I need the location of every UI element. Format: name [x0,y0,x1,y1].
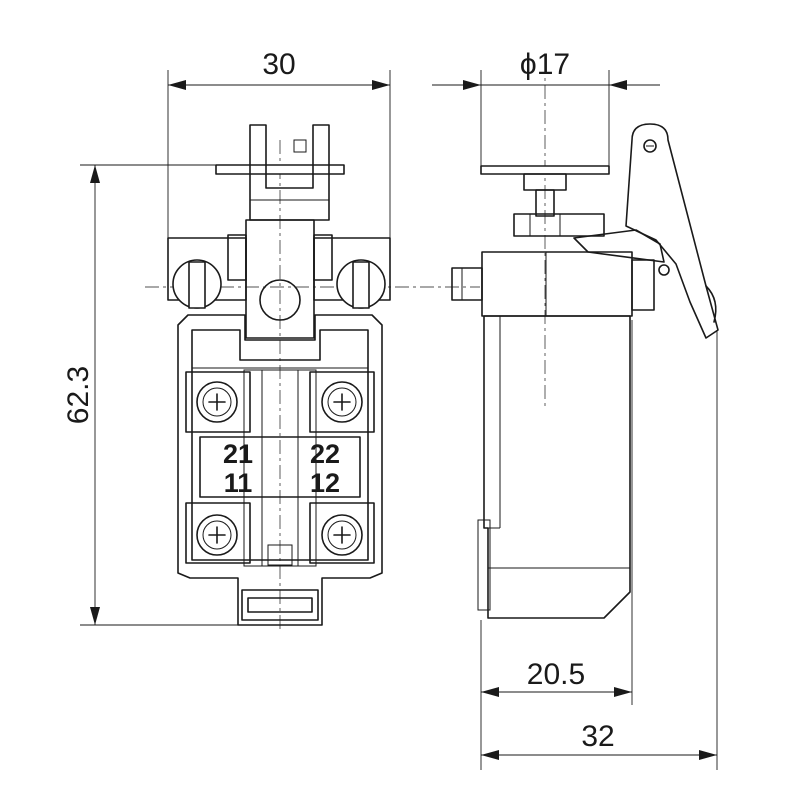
terminal-label-21: 21 [223,439,253,469]
mounting-screw-left [172,259,222,309]
plunger-cap [480,165,610,237]
dimension-total-depth [481,330,718,770]
terminal-label-22: 22 [310,439,340,469]
mounting-screw-right [336,259,386,309]
dimension-label-32: 32 [581,720,614,753]
dimension-cap-diameter [432,70,660,168]
terminal-screw-11 [196,514,238,556]
terminal-screw-12 [321,514,363,556]
terminal-screw-22 [321,381,363,423]
terminal-label-12: 12 [310,468,340,498]
front-view: 21 22 11 12 [145,124,480,630]
terminal-label-11: 11 [224,468,253,498]
dimension-label-62-3: 62.3 [62,366,95,424]
dimension-body-depth [480,320,633,770]
dimension-front-width [167,70,391,240]
terminal-block [185,369,375,567]
mounting-block [167,219,391,339]
side-housing [451,251,655,619]
dimension-label-diameter-17: ϕ17 [520,48,570,81]
actuator-fork [215,124,345,221]
dimension-label-20-5: 20.5 [527,658,585,691]
side-view [451,60,719,619]
dimension-label-30: 30 [262,48,295,81]
dimension-height [80,164,250,626]
roller-lever [573,123,719,339]
terminal-screw-21 [196,381,238,423]
dimension-lines: 30 ϕ17 62.3 20.5 [62,48,718,770]
